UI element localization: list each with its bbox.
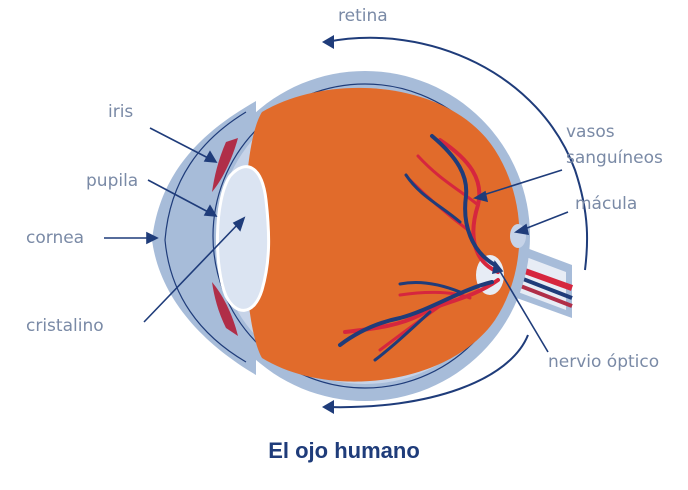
label-nervio: nervio óptico: [548, 352, 659, 372]
vitreous-body: [245, 88, 520, 382]
label-cornea: cornea: [26, 228, 84, 248]
label-cristalino: cristalino: [26, 316, 104, 336]
label-macula: mácula: [575, 194, 637, 214]
label-vasos-line1: vasos: [566, 122, 615, 142]
label-pupila: pupila: [86, 171, 138, 191]
label-retina: retina: [338, 6, 388, 26]
label-iris: iris: [108, 102, 133, 122]
diagram-title: El ojo humano: [0, 438, 688, 464]
label-vasos-line2: sanguíneos: [566, 148, 663, 168]
